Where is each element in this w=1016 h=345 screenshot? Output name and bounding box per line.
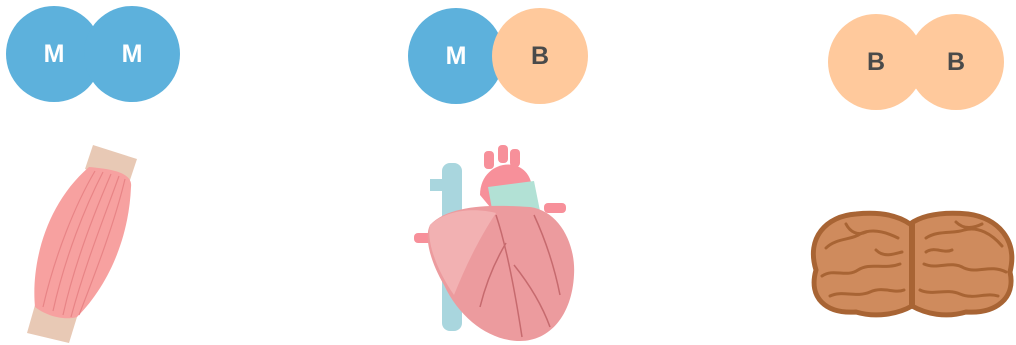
circle-b: B <box>492 8 588 104</box>
circle-m: M <box>84 6 180 102</box>
brain-icon <box>806 208 1016 320</box>
circle-b: B <box>908 14 1004 110</box>
muscle-icon <box>25 145 145 345</box>
circle-m: M <box>408 8 504 104</box>
heart-icon <box>410 145 580 345</box>
